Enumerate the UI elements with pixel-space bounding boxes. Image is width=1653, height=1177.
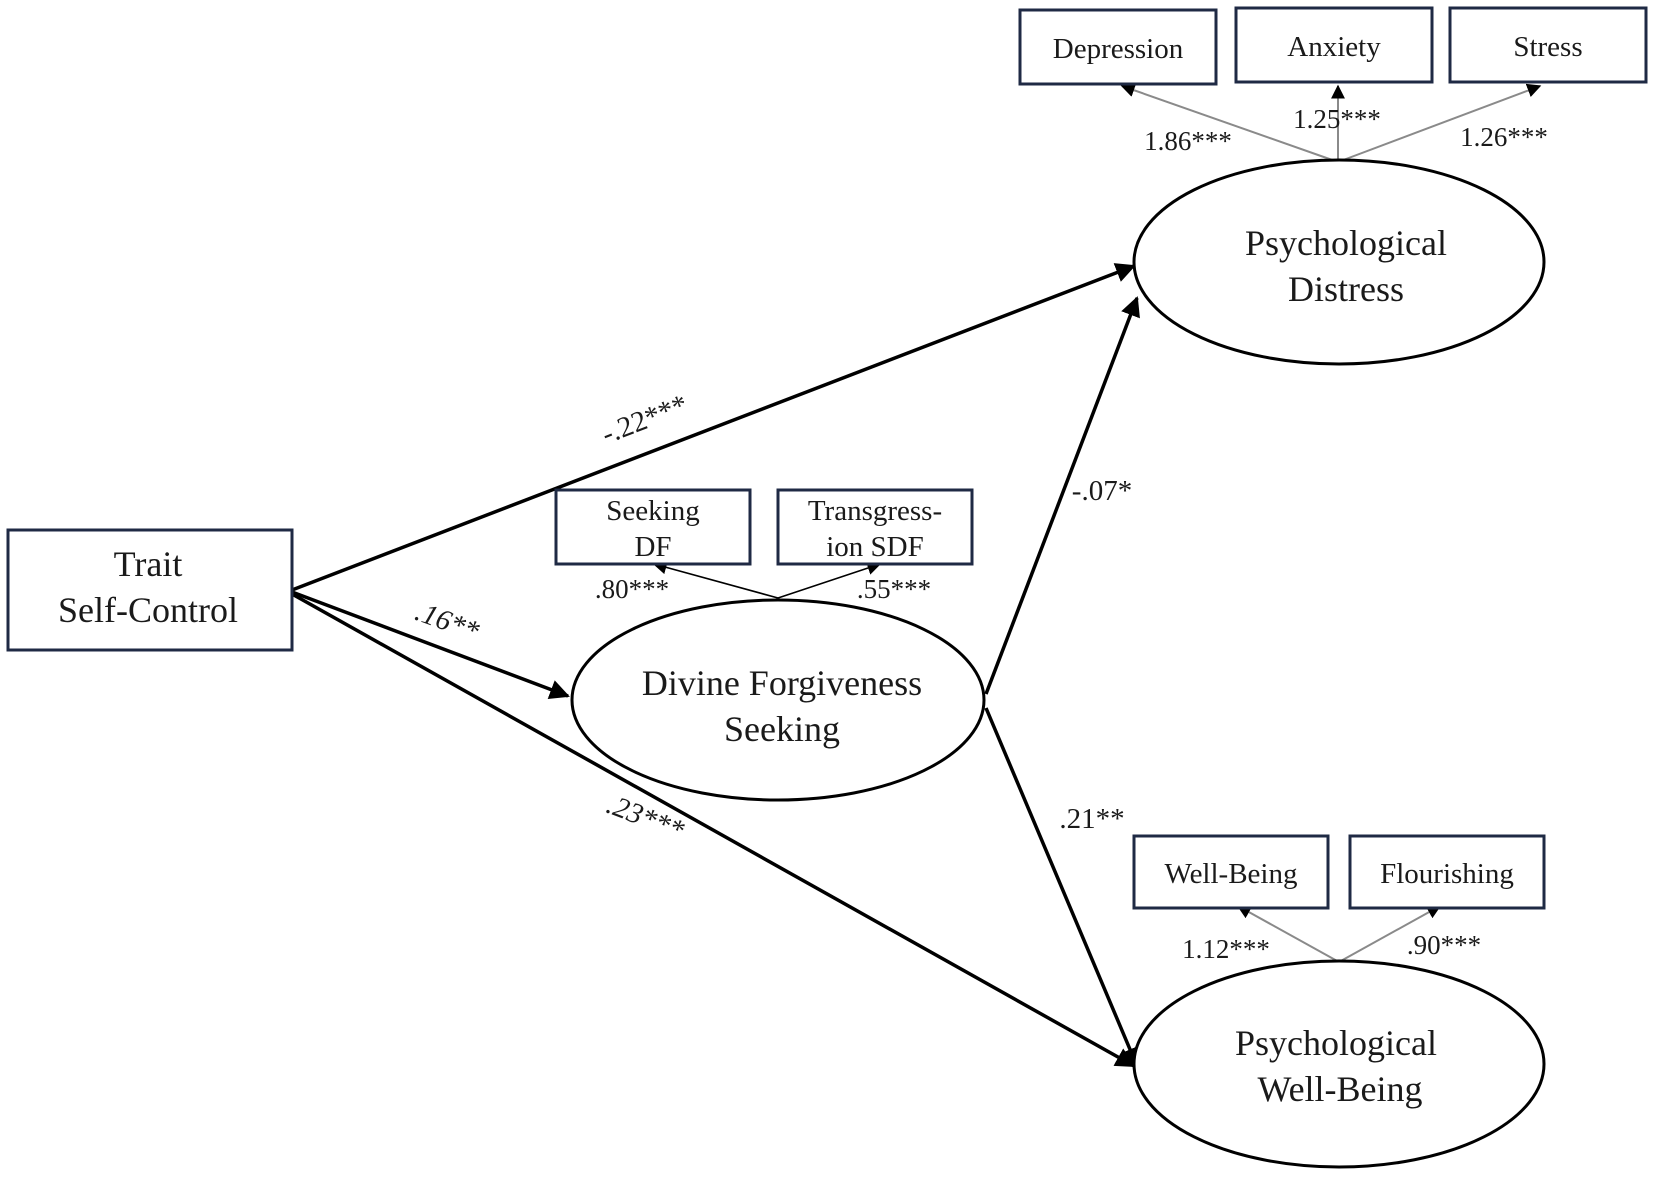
- indicator-seeking-df-line1: Seeking: [606, 495, 699, 527]
- indicator-transgression-sdf: Transgress- ion SDF: [776, 488, 974, 566]
- loading-line-depression: [1120, 83, 1339, 163]
- loading-line-stress: [1337, 83, 1542, 163]
- coef-dfs-to-wellbeing: .21**: [1059, 803, 1124, 835]
- loading-line-flourishing: [1338, 905, 1442, 963]
- coef-dfs-to-distress: -.07*: [1072, 475, 1132, 507]
- indicator-flourishing: Flourishing: [1348, 834, 1546, 910]
- loading-stress: 1.26***: [1460, 122, 1548, 152]
- node-wellbeing-line1: Psychological: [1235, 1023, 1437, 1063]
- node-psychological-distress: Psychological Distress: [1132, 158, 1546, 366]
- node-wellbeing-line2: Well-Being: [1257, 1069, 1422, 1109]
- node-divine-forgiveness-seeking: Divine Forgiveness Seeking: [570, 598, 986, 802]
- path-dfs-to-distress: [984, 296, 1140, 695]
- node-trait-self-control: Trait Self-Control: [6, 528, 294, 652]
- indicator-depression: Depression: [1018, 8, 1218, 86]
- loading-line-well-being: [1236, 905, 1340, 963]
- indicator-well-being-label: Well-Being: [1165, 858, 1298, 890]
- indicator-anxiety-label: Anxiety: [1287, 31, 1381, 63]
- node-distress-line1: Psychological: [1245, 223, 1447, 263]
- node-trait-self-control-line1: Trait: [114, 544, 183, 584]
- path-dfs-to-wellbeing: [984, 707, 1140, 1068]
- path-tsc-to-dfs: [291, 590, 570, 700]
- indicator-stress: Stress: [1448, 6, 1648, 84]
- loading-line-seeking-df: [652, 560, 779, 599]
- path-tsc-to-wellbeing: [291, 592, 1136, 1068]
- indicator-flourishing-label: Flourishing: [1380, 858, 1514, 890]
- coef-tsc-to-wellbeing: .23***: [602, 788, 688, 847]
- indicator-stress-label: Stress: [1513, 31, 1582, 63]
- loading-anxiety: 1.25***: [1293, 104, 1381, 134]
- node-psychological-well-being: Psychological Well-Being: [1132, 959, 1546, 1169]
- indicator-seeking-df-line2: DF: [634, 531, 671, 563]
- indicator-transgression-sdf-line2: ion SDF: [826, 531, 924, 563]
- indicator-well-being: Well-Being: [1132, 834, 1330, 910]
- loading-flourishing: .90***: [1407, 930, 1481, 960]
- loading-seeking-df: .80***: [595, 574, 669, 604]
- indicator-transgression-sdf-line1: Transgress-: [808, 495, 942, 527]
- loading-line-transgression-sdf: [777, 561, 882, 599]
- indicator-anxiety: Anxiety: [1234, 6, 1434, 84]
- indicator-seeking-df: Seeking DF: [554, 488, 752, 566]
- node-distress-line2: Distress: [1288, 269, 1404, 309]
- node-dfs-line1: Divine Forgiveness: [642, 663, 922, 703]
- loading-well-being: 1.12***: [1182, 934, 1270, 964]
- loading-depression: 1.86***: [1144, 126, 1232, 156]
- path-tsc-to-distress: [291, 263, 1136, 592]
- indicator-depression-label: Depression: [1053, 33, 1184, 65]
- node-trait-self-control-line2: Self-Control: [58, 590, 238, 630]
- loading-transgression-sdf: .55***: [857, 574, 931, 604]
- node-dfs-line2: Seeking: [724, 709, 840, 749]
